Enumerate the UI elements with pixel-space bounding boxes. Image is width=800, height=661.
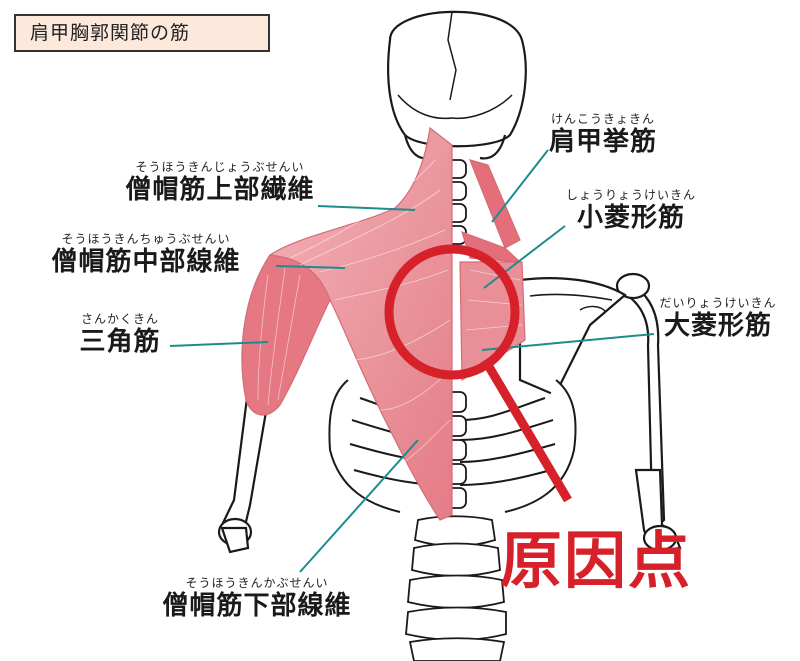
highlight-marker — [384, 244, 572, 503]
text-trap-upper: 僧帽筋上部繊維 — [125, 175, 315, 205]
text-levator: 肩甲挙筋 — [548, 127, 657, 157]
origin-point-label: 原因点 — [500, 524, 693, 597]
label-trap-middle: そうほうきんちゅうぶせんい 僧帽筋中部線維 — [18, 232, 274, 278]
text-trap-lower: 僧帽筋下部線維 — [162, 591, 352, 621]
text-rhomb-major: 大菱形筋 — [663, 311, 772, 341]
label-rhomb-major: だいりょうけいきん 大菱形筋 — [648, 296, 788, 342]
label-rhomb-minor: しょうりょうけいきん 小菱形筋 — [556, 188, 706, 234]
ruby-trap-lower: そうほうきんかぶせんい — [185, 576, 329, 590]
page-title: 肩甲胸郭関節の筋 — [14, 14, 270, 52]
ruby-deltoid: さんかくきん — [80, 312, 159, 326]
muscle-fibers — [257, 159, 523, 466]
ruby-rhomb-major: だいりょうけいきん — [659, 296, 777, 310]
leader-levator — [491, 149, 549, 223]
label-levator: けんこうきょきん 肩甲挙筋 — [538, 112, 668, 158]
ruby-levator: けんこうきょきん — [550, 112, 655, 126]
leader-deltoid — [169, 341, 269, 347]
text-deltoid: 三角筋 — [79, 327, 161, 357]
ruby-trap-middle: そうほうきんちゅうぶせんい — [61, 232, 231, 246]
ruby-rhomb-minor: しょうりょうけいきん — [565, 188, 696, 202]
leader-trap-lower — [299, 439, 419, 573]
leader-trap-upper — [317, 205, 416, 211]
label-trap-lower: そうほうきんかぶせんい 僧帽筋下部線維 — [145, 576, 369, 622]
deltoid-muscle — [241, 254, 331, 416]
leader-rhomb-major — [481, 333, 655, 351]
highlight-circle — [384, 244, 520, 380]
highlight-arrow — [481, 357, 572, 503]
label-trap-upper: そうほうきんじょうぶせんい 僧帽筋上部繊維 — [100, 160, 340, 206]
leader-lines — [169, 149, 655, 573]
levator-muscle — [468, 159, 521, 249]
ruby-trap-upper: そうほうきんじょうぶせんい — [135, 160, 305, 174]
label-deltoid: さんかくきん 三角筋 — [68, 312, 172, 358]
leader-rhomb-minor — [483, 225, 566, 289]
text-rhomb-minor: 小菱形筋 — [576, 203, 685, 233]
leader-trap-middle — [275, 265, 346, 269]
text-trap-middle: 僧帽筋中部線維 — [51, 247, 241, 277]
skull — [387, 10, 527, 148]
